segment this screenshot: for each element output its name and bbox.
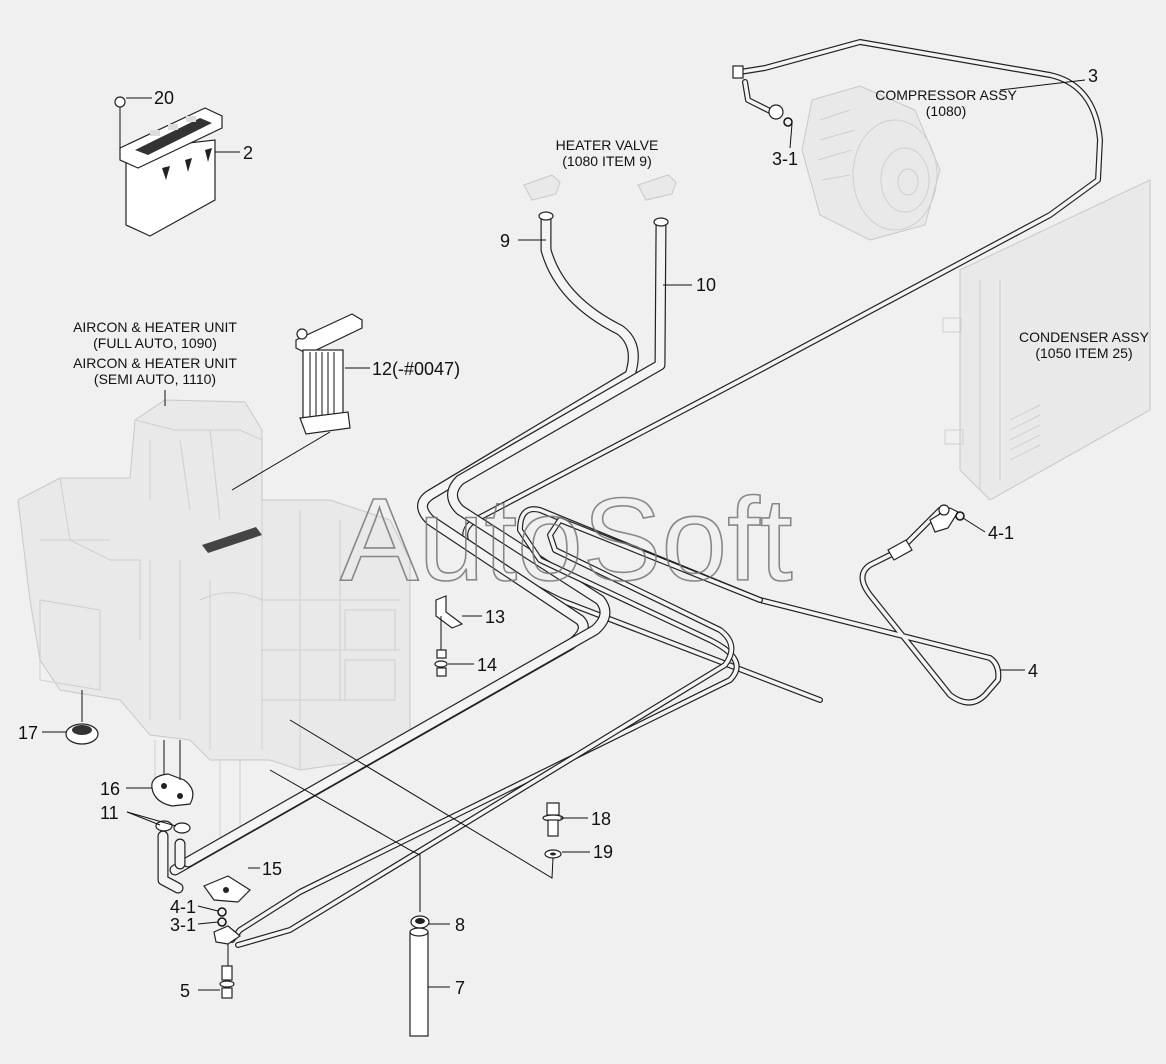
- label-part-2: 2: [243, 143, 253, 163]
- label-part-8: 8: [455, 915, 465, 935]
- label-part-4-1-bottom: 4-1: [170, 897, 196, 917]
- assembly-leaders: [269, 719, 554, 912]
- part-19-washer: [544, 849, 562, 859]
- caption-aircon-full-1: AIRCON & HEATER UNIT: [73, 319, 237, 335]
- caption-heater-valve-1: HEATER VALVE: [556, 137, 659, 153]
- lower-block-parts: [213, 907, 242, 999]
- label-part-3: 3: [1088, 66, 1098, 86]
- part-16-plate: [151, 740, 194, 807]
- label-part-9: 9: [500, 231, 510, 251]
- caption-condenser-2: (1050 ITEM 25): [1035, 345, 1132, 361]
- label-part-7: 7: [455, 978, 465, 998]
- part-18-bolt: [542, 802, 564, 837]
- caption-aircon-semi-1: AIRCON & HEATER UNIT: [73, 355, 237, 371]
- part-12-filter: [231, 313, 363, 491]
- hose-4: [229, 506, 1002, 948]
- hoses-9-10: [157, 212, 667, 894]
- caption-compressor-1: COMPRESSOR ASSY: [875, 87, 1017, 103]
- label-part-18: 18: [591, 809, 611, 829]
- label-part-4: 4: [1028, 661, 1038, 681]
- label-part-14: 14: [477, 655, 497, 675]
- label-part-11: 11: [100, 803, 119, 823]
- label-part-16: 16: [100, 779, 120, 799]
- label-part-20: 20: [154, 88, 174, 108]
- condenser-fitting: [887, 504, 965, 561]
- part-2-control-unit: [114, 96, 223, 237]
- label-part-15: 15: [262, 859, 282, 879]
- filter-slot: [202, 527, 262, 553]
- part-13-bracket: [435, 595, 464, 650]
- label-part-3-1-bottom: 3-1: [170, 915, 196, 935]
- label-part-3-1-top: 3-1: [772, 149, 798, 169]
- label-leaders: [42, 79, 1086, 991]
- label-part-19: 19: [593, 842, 613, 862]
- heater-valve-fittings: [523, 174, 677, 227]
- caption-compressor-2: (1080): [926, 103, 966, 119]
- watermark-text: AutoSoft: [340, 474, 793, 606]
- label-part-10: 10: [696, 275, 716, 295]
- caption-condenser-1: CONDENSER ASSY: [1019, 329, 1150, 345]
- aircon-heater-unit-ghost: [17, 399, 411, 840]
- part-7-drain-hose: [409, 927, 429, 1037]
- part-14-bolt: [434, 649, 448, 677]
- label-part-12: 12(-#0047): [372, 359, 460, 379]
- part-8-clamp: [410, 915, 430, 929]
- label-part-5: 5: [180, 981, 190, 1001]
- part-17-grommet: [65, 690, 99, 745]
- caption-aircon-semi-2: (SEMI AUTO, 1110): [94, 371, 216, 387]
- caption-aircon-full-2: (FULL AUTO, 1090): [93, 335, 217, 351]
- label-part-4-1-top: 4-1: [988, 523, 1014, 543]
- caption-heater-valve-2: (1080 ITEM 9): [562, 153, 651, 169]
- condenser-ghost: [942, 179, 1151, 501]
- label-part-13: 13: [485, 607, 505, 627]
- label-part-17: 17: [18, 723, 38, 743]
- part-15-plate: [203, 875, 251, 903]
- compressor-fittings: [732, 65, 793, 127]
- compressor-ghost: [801, 85, 941, 241]
